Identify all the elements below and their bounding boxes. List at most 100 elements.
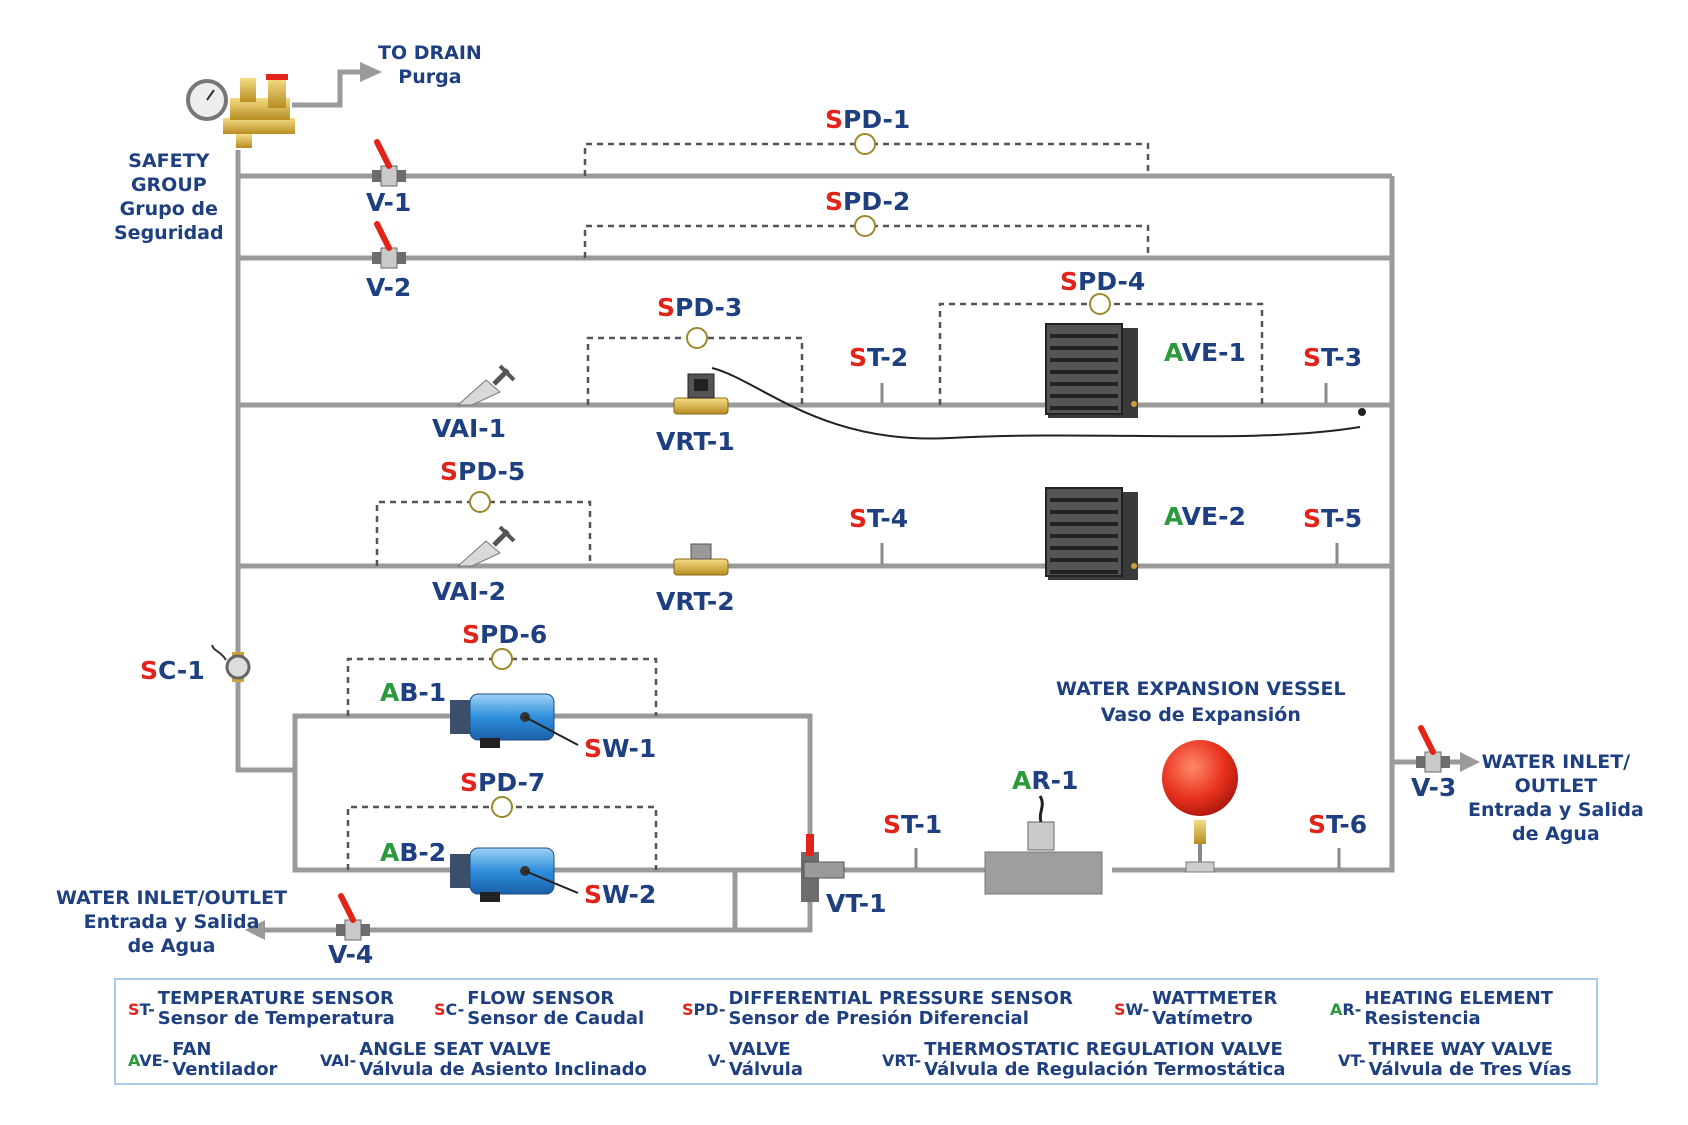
tag-sw2: SW-2 [584, 880, 657, 909]
spd2-sensor-icon [854, 215, 876, 237]
vessel-note-en: WATER EXPANSION VESSEL [1056, 678, 1346, 700]
inlet-right-line-3: Entrada y Salida [1468, 799, 1644, 821]
tag-vt1: VT-1 [826, 889, 887, 918]
spd3-line [586, 336, 804, 405]
tag-spd6: SPD-6 [462, 620, 548, 649]
tag-st6: ST-6 [1308, 810, 1368, 839]
tag-v3: V-3 [1411, 773, 1457, 802]
pump-ab2-icon[interactable] [450, 847, 555, 902]
dp-sensor-circles [469, 133, 1111, 818]
tag-st4: ST-4 [849, 504, 909, 533]
inlet-right-arrow-icon [1460, 752, 1480, 772]
tag-spd5: SPD-5 [440, 457, 526, 486]
valve-v2-icon[interactable] [372, 221, 406, 269]
inlet-left-line-1: WATER INLET/OUTLET [56, 887, 288, 909]
temperature-probes [880, 383, 1341, 868]
tag-spd4: SPD-4 [1060, 267, 1146, 296]
safety-note-line-4: Seguridad [114, 222, 224, 244]
pipe-left-main [235, 150, 295, 773]
tag-st3: ST-3 [1303, 343, 1363, 372]
heating-element-ar1-icon[interactable] [984, 795, 1103, 895]
thermostatic-valve-vrt1-icon[interactable] [673, 373, 729, 415]
fan-ave1-icon[interactable] [1045, 323, 1138, 418]
inlet-left-note: WATER INLET/OUTLET Entrada y Salida de A… [56, 889, 287, 956]
tag-vrt2: VRT-2 [656, 587, 735, 616]
inlet-left-line-3: de Agua [127, 935, 216, 957]
spd1-sensor-icon [854, 133, 876, 155]
inlet-right-note: WATER INLET/ OUTLET Entrada y Salida de … [1468, 753, 1644, 844]
tag-st2: ST-2 [849, 343, 909, 372]
pump-ab1-icon[interactable] [450, 693, 555, 748]
tag-ar1: AR-1 [1012, 766, 1079, 795]
spd4-sensor-icon [1089, 293, 1111, 315]
fan-ave2-icon[interactable] [1045, 487, 1138, 580]
vessel-note: WATER EXPANSION VESSEL Vaso de Expansión [1056, 680, 1346, 725]
tag-sc1: SC-1 [140, 656, 205, 685]
drain-note-es: Purga [398, 66, 462, 88]
tag-st1: ST-1 [883, 810, 943, 839]
tag-sw1: SW-1 [584, 734, 657, 763]
angle-seat-valve-vai2-icon[interactable] [456, 525, 516, 567]
tag-ab1: AB-1 [380, 678, 447, 707]
tag-spd7: SPD-7 [460, 768, 546, 797]
valve-v1-icon[interactable] [372, 139, 406, 187]
safety-group-note: SAFETY GROUP Grupo de Seguridad [114, 152, 224, 243]
drain-note-en: TO DRAIN [378, 42, 482, 64]
inlet-right-line-4: de Agua [1512, 823, 1600, 845]
tag-spd1: SPD-1 [825, 105, 911, 134]
inlet-left-line-2: Entrada y Salida [83, 911, 260, 933]
inlet-right-line-2: OUTLET [1514, 775, 1598, 797]
tag-v1: V-1 [366, 188, 412, 217]
safety-note-line-2: GROUP [130, 174, 207, 196]
tag-vai2: VAI-2 [432, 577, 507, 606]
drain-arrow-icon [360, 62, 382, 82]
inlet-left-arrow-icon [245, 920, 265, 940]
safety-group-icon [186, 74, 295, 148]
valve-v4-icon[interactable] [336, 893, 370, 941]
spd6-sensor-icon [491, 648, 513, 670]
sw2-lead [524, 870, 579, 894]
pipe-drain [292, 69, 360, 108]
safety-note-line-1: SAFETY [128, 150, 210, 172]
tag-v2: V-2 [366, 273, 412, 302]
three-way-valve-vt1-icon[interactable] [801, 834, 845, 902]
safety-note-line-3: Grupo de [119, 198, 218, 220]
flow-sensor-sc1-icon[interactable] [211, 644, 251, 682]
tag-vai1: VAI-1 [432, 414, 507, 443]
expansion-vessel-icon[interactable] [1162, 740, 1238, 873]
tag-spd2: SPD-2 [825, 187, 911, 216]
tag-vrt1: VRT-1 [656, 427, 735, 456]
angle-seat-valve-vai1-icon[interactable] [456, 364, 516, 406]
spd3-sensor-icon [686, 327, 708, 349]
sw1-lead [524, 716, 579, 746]
vessel-note-es: Vaso de Expansión [1100, 704, 1301, 726]
spd4-line [938, 302, 1264, 405]
bulb-icon [1358, 408, 1366, 416]
valve-v3-icon[interactable] [1416, 725, 1450, 773]
pipe-network [235, 69, 1460, 933]
drain-note: TO DRAIN Purga [378, 44, 482, 87]
tag-v4: V-4 [328, 940, 374, 969]
inlet-right-line-1: WATER INLET/ [1481, 751, 1631, 773]
tag-ave2: AVE-2 [1164, 502, 1246, 531]
tag-ave1: AVE-1 [1164, 338, 1246, 367]
tag-ab2: AB-2 [380, 838, 447, 867]
thermostatic-valve-vrt2-icon[interactable] [673, 543, 729, 576]
tag-spd3: SPD-3 [657, 293, 743, 322]
pipe-pump-loop [292, 713, 813, 873]
tag-st5: ST-5 [1303, 504, 1363, 533]
spd5-sensor-icon [469, 491, 491, 513]
capillary-tube [711, 367, 1361, 440]
